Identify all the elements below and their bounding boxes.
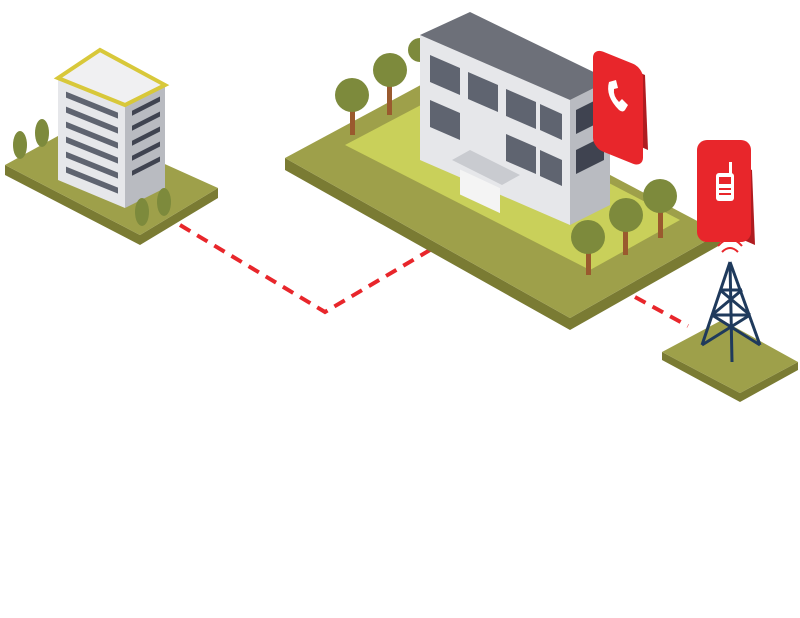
walkie-talkie-icon <box>716 162 734 201</box>
link-office-headquarters <box>178 223 432 315</box>
radio-tower-icon <box>700 238 762 363</box>
phone-badge <box>593 50 648 165</box>
headquarters-building-icon <box>420 12 610 225</box>
office-building-icon <box>13 47 171 226</box>
walkie-talkie-badge <box>697 140 755 245</box>
phone-icon <box>608 80 628 112</box>
tower-platform <box>662 320 798 402</box>
tree-icon <box>571 179 677 275</box>
link-headquarters-tower <box>634 295 689 328</box>
